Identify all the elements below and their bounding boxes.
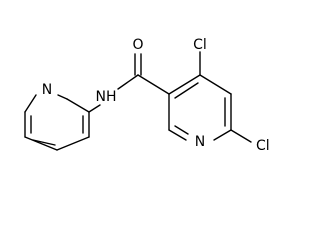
bond xyxy=(57,94,68,100)
bond xyxy=(32,139,56,146)
bond xyxy=(24,94,37,113)
atom-labels: Cl Cl O NH N N xyxy=(42,37,270,154)
bond xyxy=(117,74,139,90)
bond xyxy=(168,74,201,95)
chlorine-label-bottom: Cl xyxy=(256,138,270,154)
pyridine-nitrogen-label-left: N xyxy=(42,82,52,98)
oxygen-label: O xyxy=(132,37,143,53)
bond xyxy=(88,104,101,113)
bond xyxy=(168,129,187,141)
chemical-structure: Cl Cl O NH N N xyxy=(24,37,270,154)
bond xyxy=(230,129,252,143)
bonds xyxy=(24,51,252,151)
bond xyxy=(137,74,170,95)
amide-nh-label: NH xyxy=(96,89,117,105)
bond xyxy=(174,82,199,99)
bond xyxy=(24,136,58,151)
bond xyxy=(66,98,90,113)
bond xyxy=(199,74,232,95)
chlorine-label-top: Cl xyxy=(193,37,207,53)
bond xyxy=(56,136,90,151)
bond xyxy=(213,129,232,141)
bond xyxy=(174,125,189,135)
pyridine-nitrogen-label-right: N xyxy=(195,134,205,150)
